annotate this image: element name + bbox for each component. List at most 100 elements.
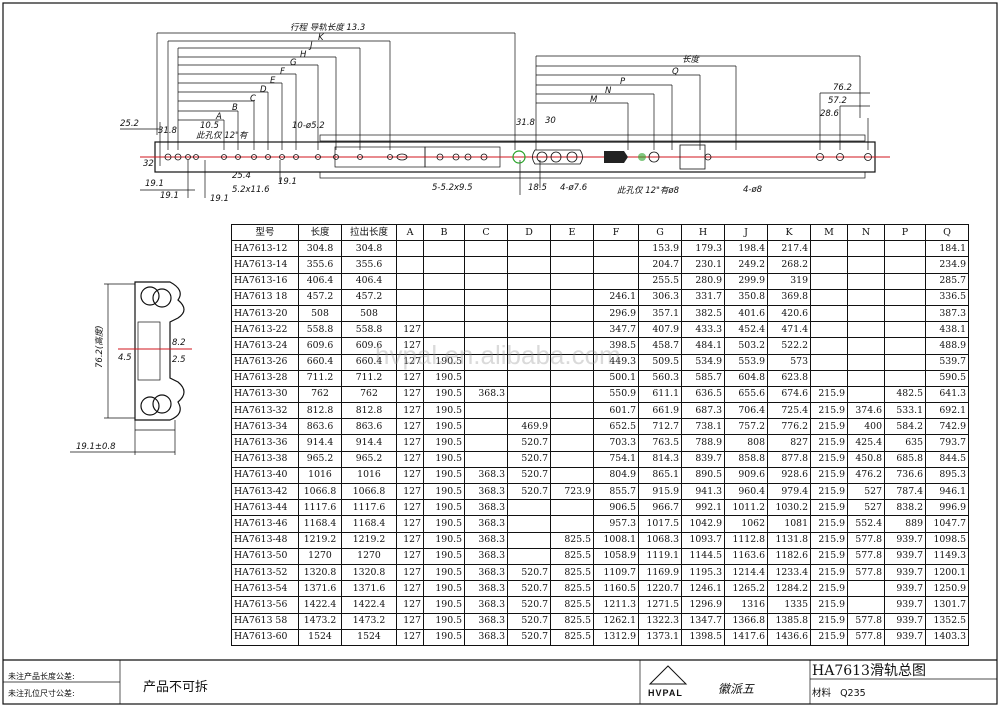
table-cell: 623.8 <box>767 369 811 387</box>
table-cell <box>507 304 551 323</box>
table-cell <box>810 304 848 323</box>
table-cell: 471.4 <box>767 321 811 339</box>
table-cell <box>464 450 508 468</box>
table-cell: 754.1 <box>593 450 639 468</box>
dim-h-label: H <box>300 50 307 60</box>
dim-57-2: 57.2 <box>828 96 847 106</box>
table-cell: 996.9 <box>925 499 969 517</box>
table-cell: 190.5 <box>423 402 465 420</box>
table-cell: 198.4 <box>724 240 768 258</box>
table-cell <box>507 531 551 549</box>
table-cell: 1195.3 <box>681 563 725 582</box>
table-cell: 1200.1 <box>925 563 969 582</box>
stroke-label: 行程 导轨长度 13.3 <box>290 22 365 33</box>
table-cell: 992.1 <box>681 499 725 517</box>
table-cell <box>847 596 885 614</box>
table-cell <box>396 288 424 306</box>
table-cell: 503.2 <box>724 337 768 355</box>
dim-m-label: M <box>590 95 598 105</box>
table-cell: 1017.5 <box>638 515 682 533</box>
table-cell: 533.1 <box>884 402 926 420</box>
table-cell: 550.9 <box>593 385 639 404</box>
table-cell <box>847 369 885 387</box>
dim-10-5: 10.5 <box>200 121 219 131</box>
table-cell: 1169.9 <box>638 563 682 582</box>
table-cell: 190.5 <box>423 385 465 404</box>
table-cell: 655.6 <box>724 385 768 404</box>
table-cell: 1371.6 <box>341 580 397 598</box>
table-cell: 577.8 <box>847 612 885 630</box>
table-cell: 814.3 <box>638 450 682 468</box>
table-cell <box>423 288 465 306</box>
table-cell: 296.9 <box>593 304 639 323</box>
table-cell: 939.7 <box>884 547 926 565</box>
green-hole-marker <box>512 150 526 164</box>
table-cell: 153.9 <box>638 240 682 258</box>
dim-10-phi5-2: 10-ø5.2 <box>292 121 325 131</box>
table-cell: 1098.5 <box>925 531 969 549</box>
table-cell: 1030.2 <box>767 499 811 517</box>
table-cell: 127 <box>396 321 424 339</box>
table-cell: 560.3 <box>638 369 682 387</box>
table-cell: 190.5 <box>423 450 465 468</box>
table-cell: 877.8 <box>767 450 811 468</box>
table-cell: 1168.4 <box>298 515 342 533</box>
table-cell: 723.9 <box>550 482 594 501</box>
table-cell: 965.2 <box>341 450 397 468</box>
table-cell: 520.7 <box>507 450 551 468</box>
table-cell <box>550 385 594 404</box>
dim-19-1-d: 19.1 <box>278 177 297 187</box>
table-cell: 127 <box>396 499 424 517</box>
dim-19-1-c: 19.1 <box>210 194 229 204</box>
model-cell: HA7613-26 <box>231 353 299 371</box>
table-cell: 127 <box>396 596 424 614</box>
table-cell: 855.7 <box>593 482 639 501</box>
table-cell: 1422.4 <box>341 596 397 614</box>
table-cell: 939.7 <box>884 531 926 549</box>
column-header: P <box>884 223 926 242</box>
table-cell <box>507 272 551 290</box>
table-cell: 484.1 <box>681 337 725 355</box>
table-cell: 1524 <box>341 628 397 646</box>
table-cell: 812.8 <box>341 402 397 420</box>
table-cell: 1473.2 <box>298 612 342 630</box>
table-cell <box>847 256 885 274</box>
table-cell: 1347.7 <box>681 612 725 630</box>
table-cell: 660.4 <box>298 353 342 371</box>
column-header: N <box>847 223 885 242</box>
top-rail-drawing: 行程 导轨长度 13.3 K J H G F E D C B A 长度 Q P … <box>120 22 890 204</box>
table-cell <box>847 353 885 371</box>
table-cell: 520.7 <box>507 628 551 646</box>
table-cell: 788.9 <box>681 434 725 452</box>
profile-dim-2-5: 2.5 <box>172 355 186 365</box>
column-header: B <box>423 223 465 242</box>
table-cell: 127 <box>396 369 424 387</box>
table-cell <box>884 256 926 274</box>
model-cell: HA7613-44 <box>231 499 299 517</box>
table-cell: 825.5 <box>550 628 594 646</box>
table-cell: 584.2 <box>884 418 926 436</box>
table-cell: 452.4 <box>724 321 768 339</box>
table-cell: 1270 <box>341 547 397 565</box>
table-cell: 285.7 <box>925 272 969 290</box>
table-cell <box>810 288 848 306</box>
model-cell: HA7613 58 <box>231 612 299 630</box>
table-cell: 127 <box>396 385 424 404</box>
table-cell: 357.1 <box>638 304 682 323</box>
table-cell: 215.9 <box>810 434 848 452</box>
table-cell: 420.6 <box>767 304 811 323</box>
table-cell <box>550 304 594 323</box>
table-cell: 1016 <box>341 466 397 485</box>
table-cell: 808 <box>724 434 768 452</box>
table-cell: 368.3 <box>464 628 508 646</box>
table-cell: 941.3 <box>681 482 725 501</box>
tolerance-label-length: 未注产品长度公差: <box>8 672 75 681</box>
table-cell: 793.7 <box>925 434 969 452</box>
table-cell: 863.6 <box>298 418 342 436</box>
